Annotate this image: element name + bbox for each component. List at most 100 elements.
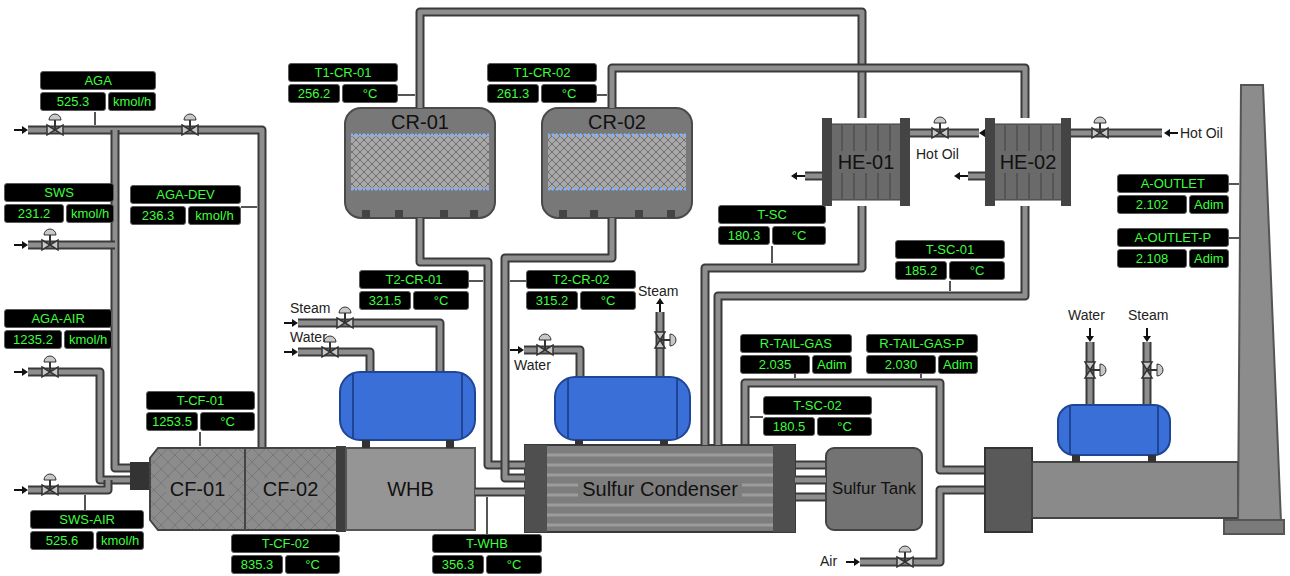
valve-body — [47, 125, 63, 135]
tag-name: T-SC-02 — [763, 396, 872, 415]
reactor-vessel-part — [440, 210, 448, 218]
valve-stem — [49, 480, 51, 490]
equipment-unit: WHB — [346, 448, 475, 530]
value-row: 236.3kmol/h — [130, 206, 241, 225]
pipe-connector-outline — [475, 488, 525, 497]
process-value: 180.3 — [718, 226, 770, 245]
arrow-head — [1086, 336, 1094, 342]
pipe-outline — [656, 312, 665, 377]
valve-body — [932, 128, 948, 138]
valve-stem — [54, 120, 56, 130]
sulfur-condenser-part — [555, 377, 690, 440]
heat-exchanger — [822, 118, 910, 206]
pipe-outline — [795, 493, 826, 502]
indicator-display: T-CF-011253.5°C — [146, 391, 255, 431]
flow-arrow — [14, 368, 28, 376]
pipe-connector-core — [505, 218, 612, 478]
stream-label: Hot Oil — [916, 146, 959, 162]
arrow-head — [22, 368, 28, 376]
indicator-display: R-TAIL-GAS2.035Adim — [740, 334, 852, 374]
process-value: 321.5 — [359, 291, 411, 310]
arrow-head — [22, 241, 28, 249]
control-valve — [337, 307, 353, 328]
tag-name: A-OUTLET — [1117, 174, 1229, 193]
valve-body — [42, 485, 58, 495]
flow-arrow — [1086, 328, 1094, 342]
process-value: 185.2 — [895, 261, 947, 280]
sulfur-condenser — [525, 377, 795, 532]
arrow-shaft — [1089, 328, 1091, 337]
equipment-label: HE-02 — [996, 151, 1061, 173]
pipe-core — [968, 174, 985, 179]
reactor-vessel-part — [345, 108, 495, 218]
valve-stem — [344, 313, 346, 323]
engineering-unit: °C — [342, 84, 398, 103]
flow-arrow — [14, 486, 28, 494]
arrow-shaft — [510, 349, 519, 351]
valve-stem — [329, 342, 331, 352]
valve-actuator — [184, 114, 196, 120]
flow-arrow — [1143, 328, 1151, 342]
heat-exchanger-part — [900, 118, 910, 206]
valve-actuator — [44, 229, 56, 235]
valve-body — [337, 318, 353, 328]
reactor-vessel-part — [542, 108, 692, 218]
incinerator-part — [1058, 405, 1170, 455]
value-row: 231.2kmol/h — [4, 204, 114, 223]
indicator-display: T2-CR-01321.5°C — [359, 270, 469, 310]
equipment-label: CF-01 — [166, 478, 230, 500]
arrow-head — [979, 129, 985, 137]
pipe-connector — [475, 492, 525, 493]
equipment-label: HE-01 — [834, 151, 899, 173]
pipe-outline — [28, 130, 262, 448]
pipe-outline — [28, 241, 115, 250]
tag-name: AGA-AIR — [4, 309, 112, 328]
pipe-core — [28, 243, 115, 248]
equipment-unit: CR-01 — [345, 108, 495, 218]
value-row: 261.3°C — [487, 84, 597, 103]
sulfur-condenser-part — [525, 445, 795, 532]
arrow-head — [292, 348, 298, 356]
equipment-label: CF-02 — [259, 478, 323, 500]
leader-line — [94, 112, 96, 125]
engineering-unit: °C — [949, 261, 1005, 280]
arrow-head — [22, 126, 28, 134]
flow-arrow — [656, 298, 664, 312]
tag-name: SWS — [4, 183, 114, 202]
process-value: 2.108 — [1117, 249, 1187, 268]
incinerator-part — [1032, 462, 1238, 518]
control-valve — [655, 332, 676, 348]
value-row: 835.3°C — [231, 555, 340, 574]
indicator-display: AGA-AIR1235.2kmol/h — [4, 309, 112, 349]
indicator-display: SWS-AIR525.6kmol/h — [30, 510, 144, 550]
leader-line — [510, 280, 526, 282]
valve-stem — [49, 235, 51, 245]
pipe — [1071, 133, 1162, 134]
value-row: 2.035Adim — [740, 355, 852, 374]
control-valve — [42, 356, 58, 377]
flow-arrow — [284, 348, 298, 356]
reactor-vessel-part — [548, 188, 686, 191]
indicator-display: R-TAIL-GAS-P2.030Adim — [866, 334, 978, 374]
pipe — [28, 372, 130, 480]
pipe-outline — [28, 480, 108, 490]
process-value: 2.030 — [866, 355, 936, 374]
waste-heat-boiler-part — [346, 448, 475, 530]
value-row: 2.102Adim — [1117, 195, 1229, 214]
arrow-shaft — [284, 322, 293, 324]
arrow-shaft — [14, 489, 23, 491]
reactor-vessel-part — [351, 134, 489, 190]
sulfur-condenser-part — [575, 440, 583, 445]
pipe-connector-outline — [612, 68, 1025, 118]
engineering-unit: Adim — [812, 355, 852, 374]
value-row: 180.3°C — [718, 226, 826, 245]
pipe-connector-outline — [795, 476, 826, 485]
indicator-display: SWS 231.2kmol/h — [4, 183, 114, 223]
value-row: 185.2°C — [895, 261, 1005, 280]
incinerator-part — [985, 448, 1032, 532]
pipe-core — [28, 372, 130, 480]
leader-line — [398, 94, 415, 96]
leader-line — [920, 374, 922, 378]
value-row: 1253.5°C — [146, 412, 255, 431]
sulfur-condenser-part — [773, 445, 795, 532]
